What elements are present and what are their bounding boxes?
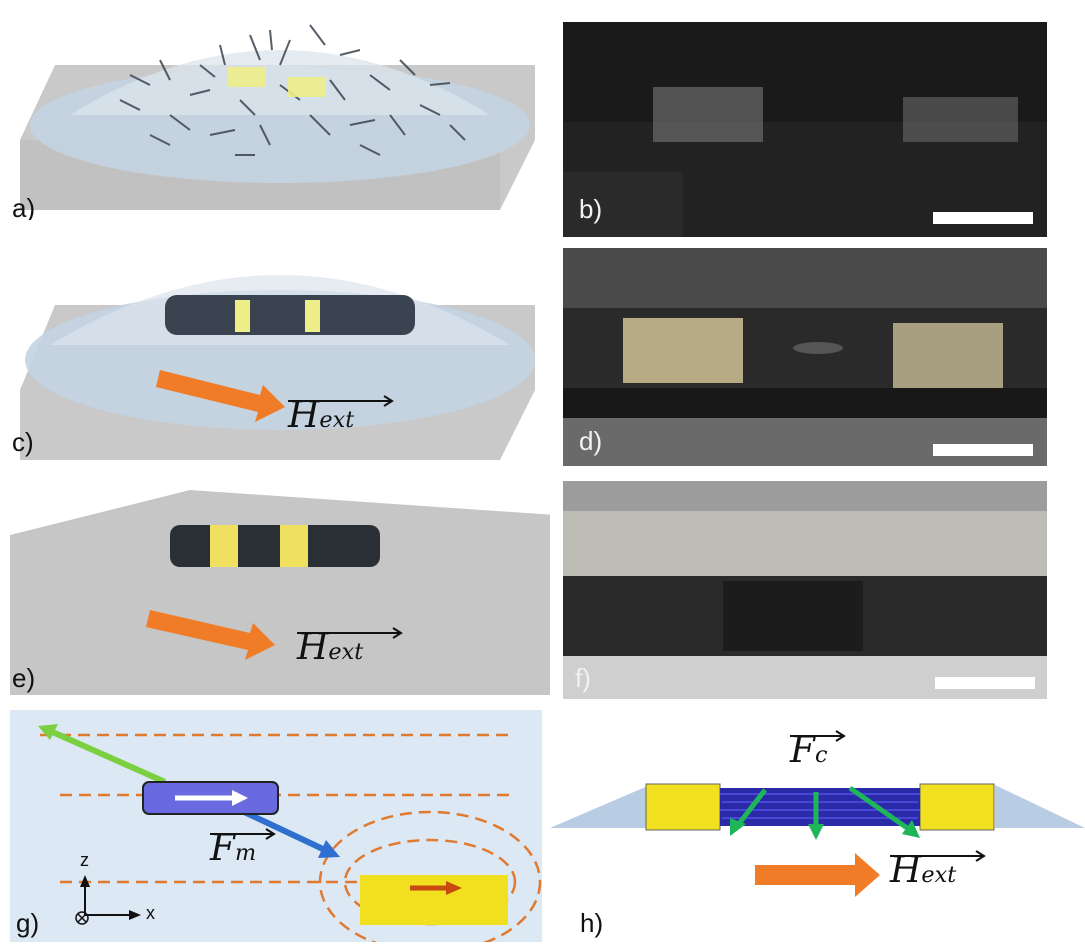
h-subscript: ext xyxy=(328,639,364,665)
scale-bar xyxy=(933,212,1033,224)
panel-c: Hext c) xyxy=(10,245,550,465)
panel-g-diagram xyxy=(38,724,542,942)
axis-z-label: z xyxy=(80,850,89,870)
panel-g: z x Fm g) xyxy=(10,710,542,942)
h-subscript: ext xyxy=(921,862,957,888)
panel-e: Hext e) xyxy=(10,485,550,695)
panel-a-illustration xyxy=(20,24,535,210)
scale-bar xyxy=(933,444,1033,456)
panel-b-photo xyxy=(563,22,1047,237)
panel-label: h) xyxy=(580,908,604,938)
h-ext-vector-label: Hext xyxy=(288,395,394,436)
panel-label: f) xyxy=(575,663,591,693)
panel-f-photo xyxy=(563,481,1047,699)
panel-label: e) xyxy=(12,663,36,693)
f-c-vector-label: Fc xyxy=(790,730,846,771)
axis-x-label: x xyxy=(146,903,155,923)
scale-bar xyxy=(935,677,1035,689)
h-subscript: ext xyxy=(319,407,355,433)
panel-label: c) xyxy=(12,427,34,457)
f-subscript: c xyxy=(814,742,828,768)
panel-d-photo xyxy=(563,248,1047,466)
panel-a: a) xyxy=(10,5,550,220)
panel-label: g) xyxy=(16,908,40,938)
h-ext-vector-label: Hext xyxy=(890,850,986,891)
panel-b: b) xyxy=(563,22,1047,237)
panel-label: a) xyxy=(12,193,36,220)
panel-h-diagram xyxy=(550,783,1085,897)
panel-d: d) xyxy=(563,248,1047,466)
panel-h: Fc Hext h) xyxy=(550,710,1085,942)
f-subscript: m xyxy=(234,840,257,866)
panel-f: f) xyxy=(563,481,1047,699)
f-m-vector-label: Fm xyxy=(210,828,276,869)
panel-label: b) xyxy=(579,194,603,224)
h-ext-vector-label: Hext xyxy=(297,627,403,668)
panel-label: d) xyxy=(579,426,603,456)
panel-e-illustration xyxy=(10,490,550,695)
panel-c-illustration xyxy=(20,275,535,460)
